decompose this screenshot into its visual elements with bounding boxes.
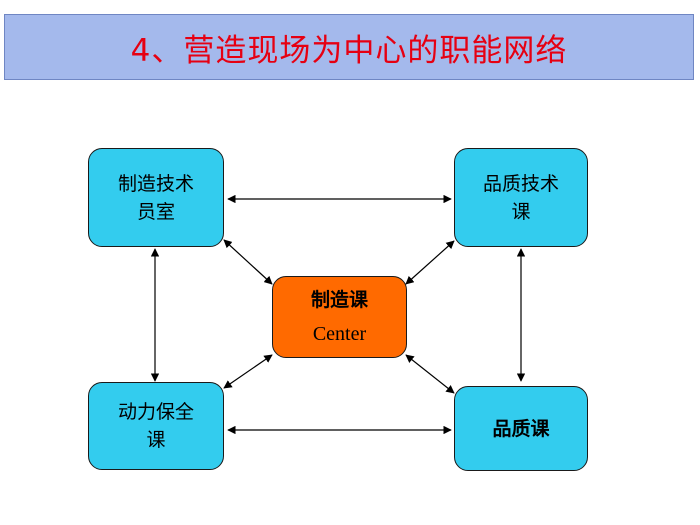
arrow-center-top-left xyxy=(223,239,273,285)
center-label: 制造课 xyxy=(310,289,368,311)
node-label-line-1: 品质课 xyxy=(492,417,550,440)
title-banner: 4、营造现场为中心的职能网络 xyxy=(4,14,694,80)
arrow-center-top-right xyxy=(405,240,455,285)
node-power-maintenance-section: 动力保全 课 xyxy=(88,382,224,470)
node-label-line-2: 课 xyxy=(511,200,531,223)
node-quality-section: 品质课 xyxy=(454,386,588,471)
node-label-line-1: 动力保全 xyxy=(117,401,194,423)
arrow-center-bottom-left xyxy=(223,354,273,389)
node-quality-tech-section: 品质技术 课 xyxy=(454,148,588,247)
node-label-line-2: 员室 xyxy=(136,200,175,223)
node-label-line-1: 制造技术 xyxy=(117,172,194,195)
slide-title: 4、营造现场为中心的职能网络 xyxy=(130,32,568,69)
node-label-line-2: 课 xyxy=(146,429,166,451)
node-label-line-1: 品质技术 xyxy=(482,172,559,195)
center-sub-label: Center xyxy=(312,323,367,345)
node-manufacturing-tech-office: 制造技术 员室 xyxy=(88,148,224,247)
node-manufacturing-center: 制造课 Center xyxy=(272,276,407,358)
arrow-center-bottom-right xyxy=(405,354,455,394)
